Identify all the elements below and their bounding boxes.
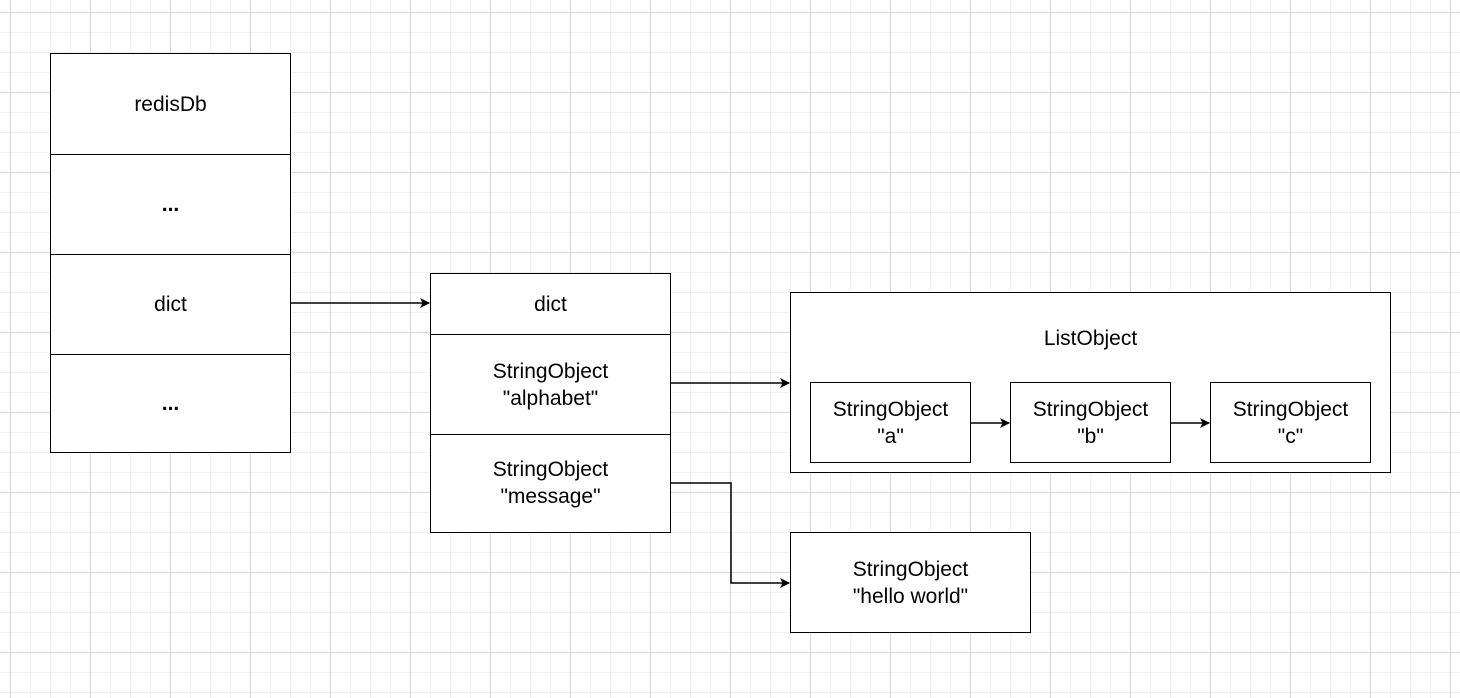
list-item-b-type: StringObject [1032,397,1149,421]
dict-title-label: dict [534,292,567,316]
list-object-title: ListObject [1043,327,1138,350]
list-item-a[interactable]: StringObject "a" [810,382,971,463]
dict-alphabet-cell[interactable]: StringObject "alphabet" [431,334,670,434]
list-item-b[interactable]: StringObject "b" [1010,382,1171,463]
dict-message-key: "message" [500,485,601,508]
redisdb-dict-cell[interactable]: dict [51,254,290,354]
redisdb-ellipsis-cell-2: ... [51,354,290,451]
redisdb-dict-label: dict [154,293,187,316]
dict-struct[interactable]: dict StringObject "alphabet" StringObjec… [430,273,671,533]
redisdb-title-label: redisDb [134,92,207,116]
arrow-message-to-hello [671,482,790,588]
list-item-c-value: "c" [1277,424,1304,448]
hello-world-type: StringObject [852,557,969,581]
redisdb-ellipsis-label-2: ... [161,391,180,415]
redisdb-ellipsis-cell-1: ... [51,154,290,254]
list-item-a-value: "a" [877,424,904,448]
dict-message-type: StringObject [492,458,609,481]
hello-world-object[interactable]: StringObject "hello world" [790,532,1031,633]
list-item-a-type: StringObject [832,397,949,421]
list-item-c[interactable]: StringObject "c" [1210,382,1371,463]
redisdb-ellipsis-label-1: ... [161,193,180,216]
list-item-b-value: "b" [1077,424,1104,448]
redisdb-title-cell: redisDb [51,54,290,154]
hello-world-value: "hello world" [852,584,969,608]
list-item-c-type: StringObject [1232,397,1349,421]
dict-title-cell: dict [431,274,670,334]
dict-message-cell[interactable]: StringObject "message" [431,434,670,531]
redisdb-struct[interactable]: redisDb ... dict ... [50,53,291,453]
dict-alphabet-type: StringObject [492,359,609,383]
dict-alphabet-key: "alphabet" [502,386,599,410]
